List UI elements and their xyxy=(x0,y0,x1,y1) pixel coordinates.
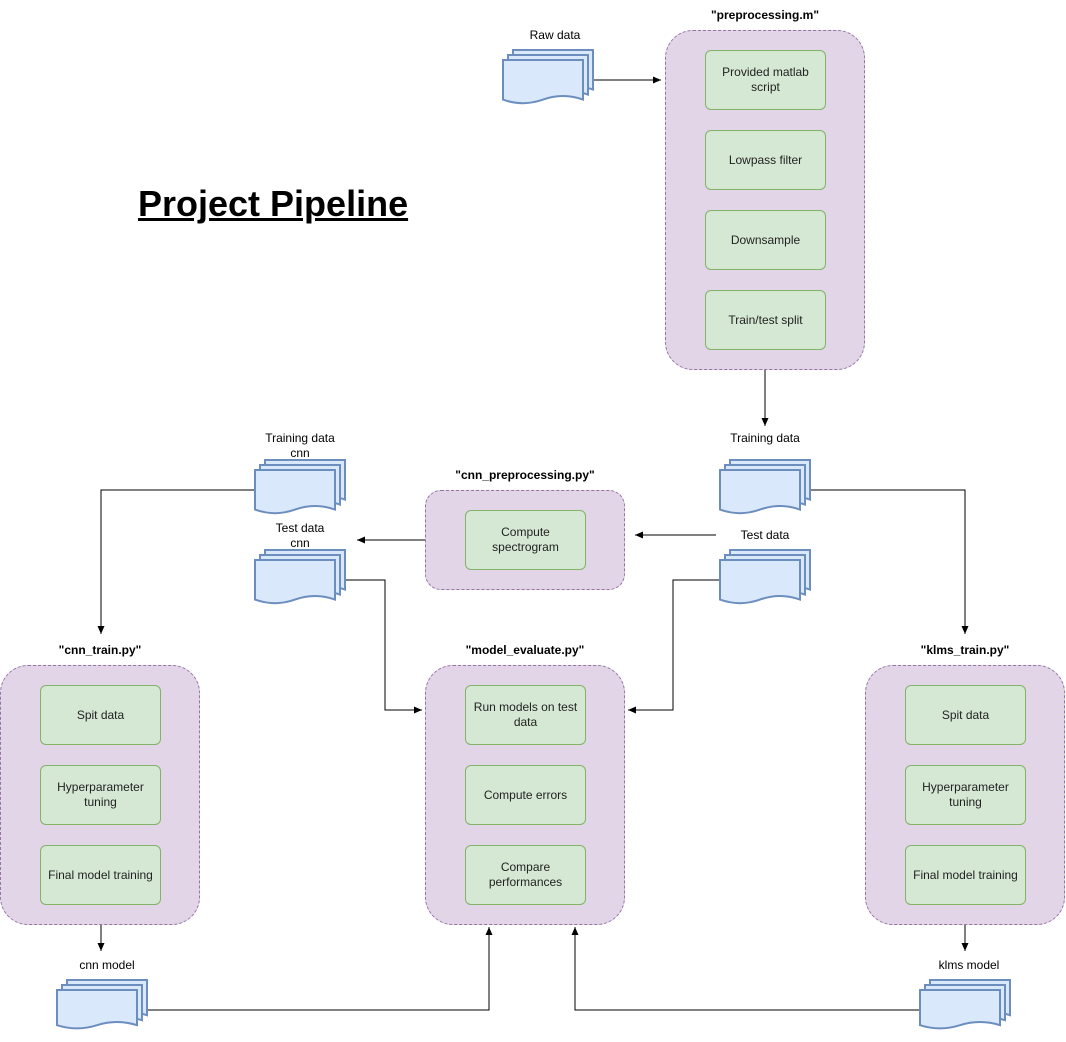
eval-step-compute-errors[interactable]: Compute errors xyxy=(465,765,586,825)
klms-train-container-label: "klms_train.py" xyxy=(920,643,1010,657)
step-train-test-split[interactable]: Train/test split xyxy=(705,290,826,350)
eval-step-compare-performances[interactable]: Compare performances xyxy=(465,845,586,905)
test-data-label: Test data xyxy=(740,528,790,542)
cnn-train-container-label: "cnn_train.py" xyxy=(58,643,142,657)
klms-step-final-model-training[interactable]: Final model training xyxy=(905,845,1026,905)
preprocessing-container-label: "preprocessing.m" xyxy=(710,8,820,22)
step-compute-spectrogram[interactable]: Compute spectrogram xyxy=(465,510,586,570)
edge-cnn-model-to-evaluate xyxy=(147,927,493,1011)
klms-step-hyperparameter-tuning[interactable]: Hyperparameter tuning xyxy=(905,765,1026,825)
cnn-model-label: cnn model xyxy=(79,958,135,972)
test-data-cnn-doc-icon[interactable] xyxy=(254,549,346,605)
eval-step-run-models[interactable]: Run models on test data xyxy=(465,685,586,745)
step-downsample[interactable]: Downsample xyxy=(705,210,826,270)
raw-data-label: Raw data xyxy=(529,28,581,42)
step-provided-matlab-script[interactable]: Provided matlab script xyxy=(705,50,826,110)
edge-klms-model-to-evaluate xyxy=(571,927,920,1011)
edge-test-data-cnn-to-evaluate xyxy=(345,579,422,714)
cnn-model-doc-icon[interactable] xyxy=(56,979,148,1030)
edge-training-data-to-klms-train xyxy=(810,489,969,634)
training-data-label: Training data xyxy=(730,431,800,445)
page-title: Project Pipeline xyxy=(138,183,409,224)
test-data-doc-icon[interactable] xyxy=(719,549,811,605)
training-data-cnn-label: Training data cnn xyxy=(265,431,335,460)
raw-data-doc-icon[interactable] xyxy=(502,49,594,105)
cnn-step-hyperparameter-tuning[interactable]: Hyperparameter tuning xyxy=(40,765,161,825)
model-evaluate-container-label: "model_evaluate.py" xyxy=(465,643,585,657)
cnn-step-final-model-training[interactable]: Final model training xyxy=(40,845,161,905)
cnn-preprocessing-container-label: "cnn_preprocessing.py" xyxy=(455,468,595,482)
test-data-cnn-label: Test data cnn xyxy=(275,521,325,550)
klms-model-doc-icon[interactable] xyxy=(919,979,1011,1030)
edge-test-data-to-evaluate xyxy=(628,579,720,714)
training-data-doc-icon[interactable] xyxy=(719,459,811,515)
edge-training-data-cnn-to-cnn-train xyxy=(97,489,255,634)
klms-step-spit-data[interactable]: Spit data xyxy=(905,685,1026,745)
training-data-cnn-doc-icon[interactable] xyxy=(254,459,346,515)
cnn-step-spit-data[interactable]: Spit data xyxy=(40,685,161,745)
klms-model-label: klms model xyxy=(938,958,1000,972)
step-lowpass-filter[interactable]: Lowpass filter xyxy=(705,130,826,190)
